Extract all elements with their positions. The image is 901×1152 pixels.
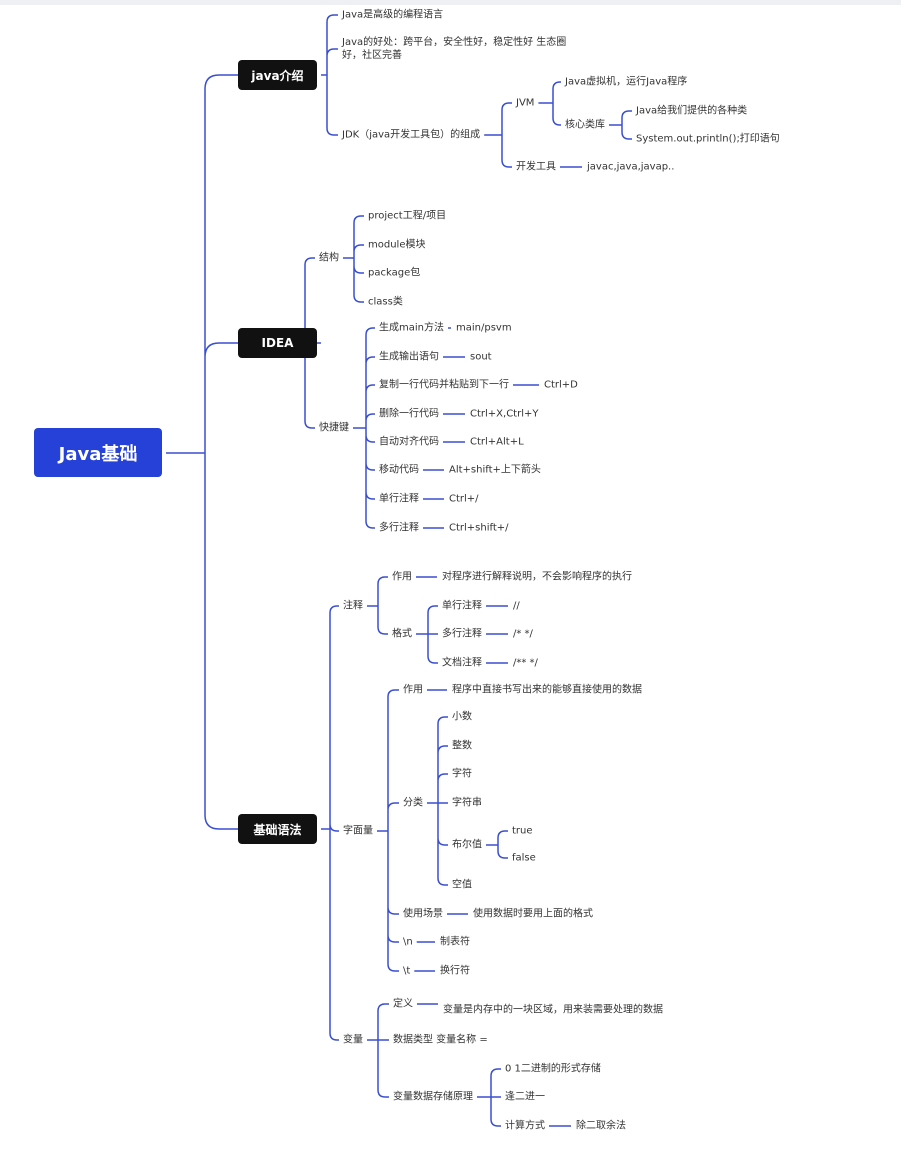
connector-t5 [486,830,508,859]
root-node[interactable]: Java基础 [34,428,162,477]
node-c-use[interactable]: 作用 [392,571,412,583]
node-intro-2[interactable]: Java的好处：跨平台，安全性好，稳定性好 生态圈好，社区完善 [342,37,567,61]
node-c-doc-v[interactable]: /** */ [513,657,538,669]
node-jvm-1[interactable]: Java虚拟机，运行Java程序 [565,76,688,88]
connector-var [367,1003,389,1098]
node-structure[interactable]: 结构 [319,252,339,264]
node-v3[interactable]: Ctrl+D [544,379,578,391]
top-bar [0,0,901,5]
connector-v_store [477,1068,501,1127]
node-c-multi-v[interactable]: /* */ [513,628,533,640]
connector-structure [343,215,364,303]
node-shortcuts[interactable]: 快捷键 [319,422,349,434]
node-v8[interactable]: Ctrl+shift+/ [449,522,509,534]
node-k7[interactable]: 单行注释 [379,493,419,505]
node-idea[interactable]: IDEA [238,328,317,358]
connector-syntax [321,605,339,1041]
node-corelib[interactable]: 核心类库 [565,119,605,131]
node-c-multi[interactable]: 多行注释 [442,628,482,640]
node-k8[interactable]: 多行注释 [379,522,419,534]
connector-corelib [609,110,632,140]
node-syntax[interactable]: 基础语法 [238,814,317,844]
node-k3[interactable]: 复制一行代码并粘贴到下一行 [379,379,509,391]
node-k1[interactable]: 生成main方法 [379,322,444,334]
node-t6[interactable]: 空值 [452,879,472,891]
node-v2[interactable]: sout [470,351,492,363]
node-devtools[interactable]: 开发工具 [516,161,556,173]
node-c-single-v[interactable]: // [513,600,520,612]
connector-comment [367,576,388,635]
node-k2[interactable]: 生成输出语句 [379,351,439,363]
node-v5[interactable]: Ctrl+Alt+L [470,436,524,448]
node-intro-1[interactable]: Java是高级的编程语言 [342,9,444,21]
node-s4[interactable]: class类 [368,296,403,308]
node-l-t-v[interactable]: 换行符 [440,965,470,977]
connector-literal [377,689,399,972]
node-t5[interactable]: 布尔值 [452,839,482,851]
node-t2[interactable]: 整数 [452,740,472,752]
node-k4[interactable]: 删除一行代码 [379,408,439,420]
node-c-fmt[interactable]: 格式 [392,628,412,640]
connector-l_cat [427,716,448,886]
node-st3[interactable]: 计算方式 [505,1120,545,1132]
connector-jdk [484,102,512,168]
node-l-cat[interactable]: 分类 [403,797,423,809]
node-corelib-1[interactable]: Java给我们提供的各种类 [636,105,748,117]
node-v6[interactable]: Alt+shift+上下箭头 [449,464,541,476]
node-t1[interactable]: 小数 [452,711,472,723]
node-s1[interactable]: project工程/项目 [368,210,447,222]
node-t3[interactable]: 字符 [452,768,472,780]
node-l-t[interactable]: \t [403,965,411,977]
node-st2[interactable]: 逢二进一 [505,1091,545,1103]
connector-intro [321,14,338,136]
node-jvm[interactable]: JVM [516,97,535,109]
node-l-n-v[interactable]: 制表符 [440,936,470,948]
node-c-use-v[interactable]: 对程序进行解释说明，不会影响程序的执行 [442,571,632,583]
connector-c_fmt [416,605,438,664]
node-v1[interactable]: main/psvm [456,322,512,334]
connector-root [166,74,238,830]
node-v-def-v[interactable]: 变量是内存中的一块区域，用来装需要处理的数据 [443,1004,663,1016]
node-corelib-2[interactable]: System.out.println();打印语句 [636,133,780,145]
connector-jvm [538,81,561,126]
node-k6[interactable]: 移动代码 [379,464,419,476]
node-v-store[interactable]: 变量数据存储原理 [393,1091,473,1103]
node-c-single[interactable]: 单行注释 [442,600,482,612]
node-l-scene[interactable]: 使用场景 [403,908,443,920]
connector-shortcuts [353,327,375,529]
node-l-use-v[interactable]: 程序中直接书写出来的能够直接使用的数据 [452,684,642,696]
node-l-use[interactable]: 作用 [403,684,423,696]
node-literal[interactable]: 字面量 [343,825,373,837]
node-t5a[interactable]: true [512,825,533,837]
node-s3[interactable]: package包 [368,267,421,279]
node-v-def[interactable]: 定义 [393,998,413,1010]
node-t5b[interactable]: false [512,852,536,864]
node-devtools-1[interactable]: javac,java,javap.. [587,161,675,173]
node-t4[interactable]: 字符串 [452,797,482,809]
node-v4[interactable]: Ctrl+X,Ctrl+Y [470,408,539,420]
node-comment[interactable]: 注释 [343,600,363,612]
node-jdk[interactable]: JDK（java开发工具包）的组成 [342,129,481,141]
node-intro[interactable]: java介绍 [238,60,317,90]
node-var[interactable]: 变量 [343,1034,363,1046]
node-s2[interactable]: module模块 [368,239,426,251]
node-st3-v[interactable]: 除二取余法 [576,1120,626,1132]
node-st1[interactable]: 0 1二进制的形式存储 [505,1063,601,1075]
node-l-n[interactable]: \n [403,936,413,948]
node-k5[interactable]: 自动对齐代码 [379,436,439,448]
node-l-scene-v[interactable]: 使用数据时要用上面的格式 [473,908,593,920]
node-c-doc[interactable]: 文档注释 [442,657,482,669]
node-v7[interactable]: Ctrl+/ [449,493,479,505]
node-v-decl[interactable]: 数据类型 变量名称 = [393,1034,488,1046]
